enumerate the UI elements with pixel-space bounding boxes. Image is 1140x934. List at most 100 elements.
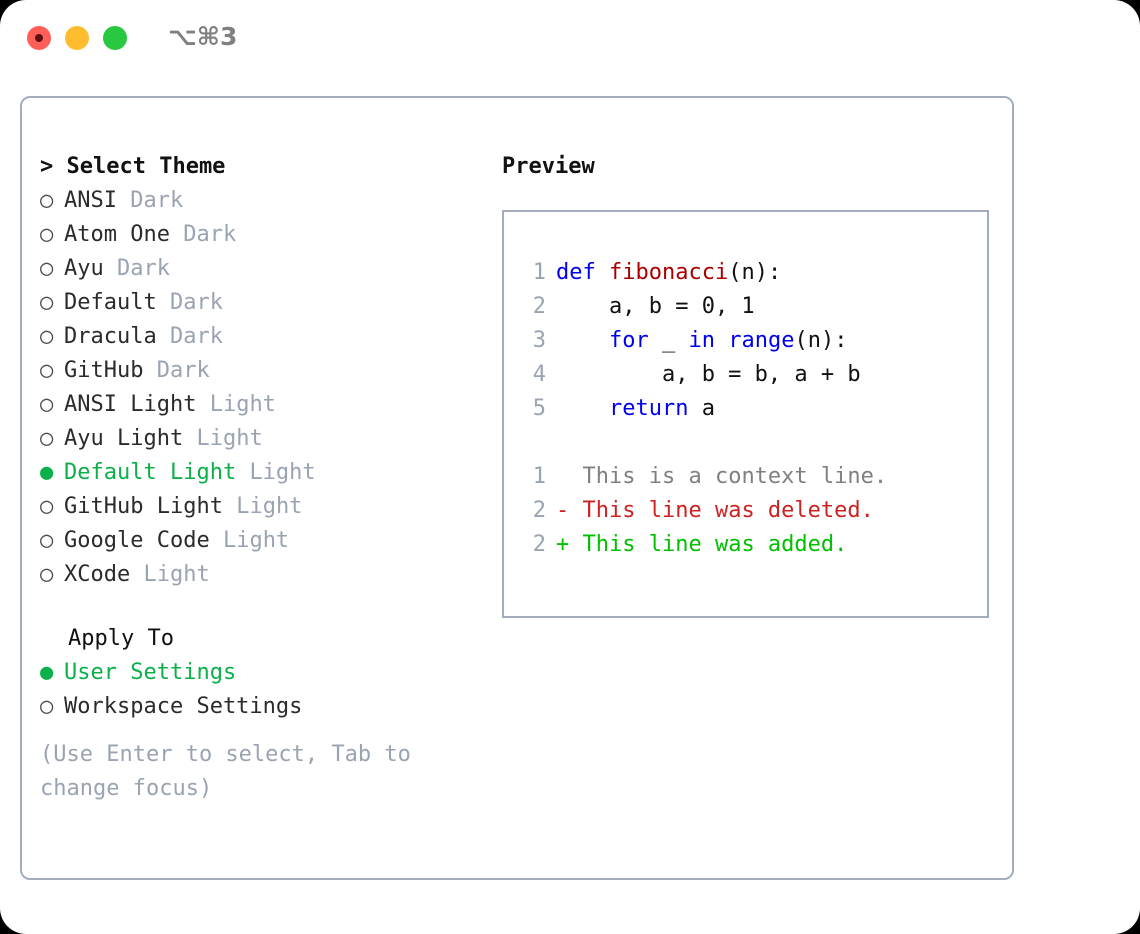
theme-option-name: GitHub Light: [64, 494, 223, 519]
apply-to-option[interactable]: ○ Workspace Settings: [40, 690, 480, 724]
theme-option-name: Ayu Light: [64, 426, 184, 451]
code-token: return: [608, 396, 689, 421]
diff-sample: 1 This is a context line.2- This line wa…: [522, 460, 987, 562]
theme-option-tag: Dark: [169, 290, 223, 315]
theme-option-tag: Light: [196, 426, 263, 451]
theme-option[interactable]: ○Atom One Dark: [40, 218, 480, 252]
radio-unselected-icon: ○: [40, 392, 54, 417]
radio-unselected-icon: ○: [40, 222, 54, 247]
line-number: 3: [532, 328, 546, 353]
code-token: a: [688, 396, 715, 421]
line-number: 2: [532, 532, 546, 557]
line-number: 1: [532, 260, 546, 285]
diff-marker: [556, 464, 569, 489]
theme-option-tag: Light: [143, 562, 210, 587]
diff-line: 2- This line was deleted.: [522, 494, 987, 528]
line-number: 1: [532, 464, 546, 489]
code-line: 4 a, b = b, a + b: [522, 358, 987, 392]
theme-option-tag: Dark: [130, 188, 184, 213]
code-token: [556, 396, 609, 421]
close-button[interactable]: [27, 26, 51, 50]
preview-header: Preview: [502, 154, 595, 179]
theme-selector-panel: > Select Theme ○ANSI Dark○Atom One Dark○…: [20, 96, 1014, 880]
theme-option-tag: Dark: [169, 324, 223, 349]
radio-selected-icon: ●: [40, 460, 54, 485]
radio-selected-icon: ●: [40, 660, 54, 685]
theme-option-tag: Dark: [156, 358, 210, 383]
radio-unselected-icon: ○: [40, 528, 54, 553]
theme-option[interactable]: ○ANSI Dark: [40, 184, 480, 218]
line-number: 4: [532, 362, 546, 387]
radio-unselected-icon: ○: [40, 694, 54, 719]
apply-to-label: Apply To: [68, 626, 174, 651]
apply-to-option-name: User Settings: [64, 660, 237, 685]
theme-option-name: Google Code: [64, 528, 210, 553]
radio-unselected-icon: ○: [40, 358, 54, 383]
theme-option[interactable]: ○ GitHub Light Light: [40, 490, 480, 524]
theme-option-name: Atom One: [64, 222, 170, 247]
minimize-button[interactable]: [65, 26, 89, 50]
keyboard-hint-text: (Use Enter to select, Tab to change focu…: [40, 742, 425, 801]
keyboard-shortcut-label: ⌥⌘3: [168, 22, 238, 51]
radio-unselected-icon: ○: [40, 290, 54, 315]
theme-option[interactable]: ○ GitHub Dark: [40, 354, 480, 388]
code-token: for: [608, 328, 649, 353]
radio-unselected-icon: ○: [40, 426, 54, 451]
theme-option-tag: Light: [222, 528, 290, 553]
theme-list-header: > Select Theme: [40, 154, 226, 179]
code-token: fibonacci: [608, 260, 729, 285]
diff-marker: +: [556, 532, 570, 557]
code-token: [715, 328, 728, 353]
theme-option[interactable]: ○ANSI Light Light: [40, 388, 480, 422]
theme-option[interactable]: ○ Default Dark: [40, 286, 480, 320]
theme-option[interactable]: ● Default Light Light: [40, 456, 480, 490]
radio-unselected-icon: ○: [40, 188, 54, 213]
radio-unselected-icon: ○: [40, 324, 54, 349]
line-number: 5: [532, 396, 546, 421]
theme-list[interactable]: ○ANSI Dark○Atom One Dark○Ayu Dark○Defaul…: [40, 184, 480, 592]
code-token: [556, 328, 609, 353]
theme-option[interactable]: ○ Dracula Dark: [40, 320, 480, 354]
theme-option-name: Dracula: [64, 324, 157, 349]
title-bar: ⌥⌘3: [0, 0, 1140, 76]
diff-text: This is a context line.: [582, 464, 888, 489]
theme-option-name: Ayu: [64, 256, 104, 281]
theme-option-name: GitHub: [64, 358, 144, 383]
theme-option[interactable]: ○ Google Code Light: [40, 524, 480, 558]
apply-to-option-name: Workspace Settings: [64, 694, 303, 719]
maximize-button[interactable]: [103, 26, 127, 50]
code-line: 5 return a: [522, 392, 987, 426]
theme-option[interactable]: ○ Ayu Light Light: [40, 422, 480, 456]
code-token: in: [688, 328, 715, 353]
diff-text: This line was added.: [582, 532, 848, 557]
theme-option-tag: Light: [236, 494, 303, 519]
theme-option-tag: Light: [249, 460, 316, 485]
line-number: 2: [532, 294, 546, 319]
code-token: a, b = b, a + b: [556, 362, 861, 387]
theme-option-tag: Light: [209, 392, 276, 417]
apply-to-list[interactable]: ● User Settings ○ Workspace Settings: [40, 656, 480, 724]
theme-option[interactable]: ○ XCode Light: [40, 558, 480, 592]
radio-unselected-icon: ○: [40, 256, 54, 281]
radio-unselected-icon: ○: [40, 494, 54, 519]
theme-option-name: Default: [64, 290, 157, 315]
theme-option[interactable]: ○ Ayu Dark: [40, 252, 480, 286]
code-token: range: [728, 328, 795, 353]
code-token: (n):: [728, 260, 782, 285]
code-token: _: [648, 328, 689, 353]
code-line: 3 for _ in range(n):: [522, 324, 987, 358]
apply-to-option[interactable]: ● User Settings: [40, 656, 480, 690]
radio-unselected-icon: ○: [40, 562, 54, 587]
theme-option-name: Default Light: [64, 460, 237, 485]
diff-line: 1 This is a context line.: [522, 460, 987, 494]
theme-list-column: > Select Theme ○ANSI Dark○Atom One Dark○…: [40, 150, 480, 806]
code-token: a, b = 0, 1: [556, 294, 755, 319]
line-number: 2: [532, 498, 546, 523]
window-controls: [27, 26, 127, 50]
diff-marker: -: [556, 498, 570, 523]
theme-option-tag: Dark: [117, 256, 170, 281]
theme-option-name: XCode: [64, 562, 131, 587]
